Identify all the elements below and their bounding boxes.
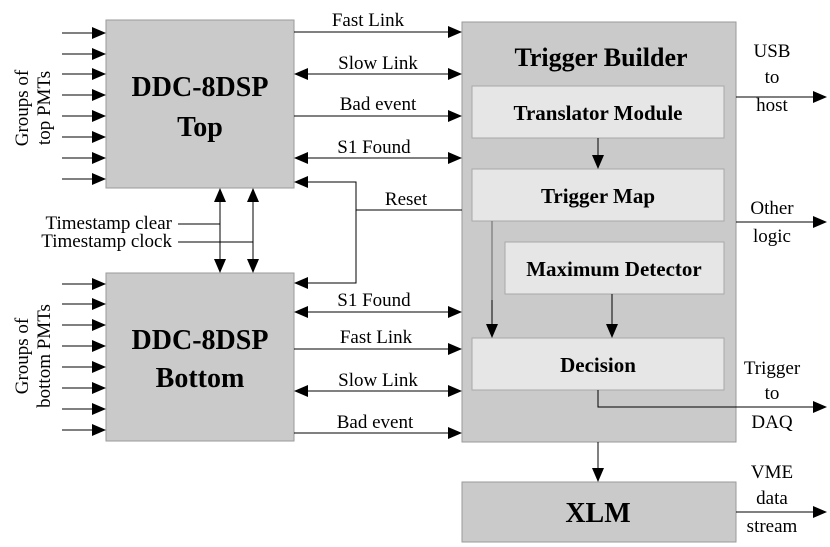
decision-block — [471, 337, 725, 391]
reset-to-top-arrow — [294, 176, 462, 211]
ddc-bottom-label-1: DDC-8DSP — [132, 325, 269, 356]
vme-label-3: stream — [747, 516, 798, 537]
usb-label-1: USB — [754, 41, 791, 62]
trigger-map-block — [471, 168, 725, 222]
trigger-label-3: DAQ — [751, 412, 792, 433]
ddc-top-block — [105, 19, 295, 189]
reset-to-bottom-arrow — [294, 210, 357, 289]
decision-label: Decision — [560, 353, 636, 377]
top-slow-link-label: Slow Link — [338, 53, 418, 74]
ddc-bottom-label-2: Bottom — [156, 363, 245, 394]
bottom-s1-found-label: S1 Found — [337, 290, 411, 311]
top-pmt-inputs — [62, 27, 106, 185]
bottom-pmt-label-1: Groups of — [12, 317, 33, 394]
bottom-pmt-label-2: bottom PMTs — [34, 304, 55, 408]
reset-label: Reset — [385, 189, 428, 210]
top-fast-link-label: Fast Link — [332, 10, 405, 31]
usb-label-3: host — [756, 95, 788, 116]
bottom-slow-link-label: Slow Link — [338, 370, 418, 391]
timestamp-clear-label: Timestamp clear — [46, 213, 173, 234]
vme-label-2: data — [756, 488, 788, 509]
xlm-block — [461, 481, 737, 543]
top-pmt-label-1: Groups of — [12, 69, 33, 146]
other-logic-label-1: Other — [750, 198, 794, 219]
translator-module-block — [471, 85, 725, 139]
trigger-label-1: Trigger — [744, 358, 801, 379]
ddc-bottom-block — [105, 272, 295, 442]
trigger-label-2: to — [765, 383, 780, 404]
maximum-detector-label: Maximum Detector — [526, 257, 702, 281]
top-pmt-label-2: top PMTs — [34, 71, 55, 145]
top-s1-found-label: S1 Found — [337, 137, 411, 158]
maximum-detector-block — [504, 241, 725, 295]
ddc-top-label-1: DDC-8DSP — [132, 72, 269, 103]
trigger-output-arrow — [597, 390, 827, 413]
bottom-fast-link-label: Fast Link — [340, 327, 413, 348]
bottom-pmt-inputs — [62, 278, 106, 436]
ddc-top-label-2: Top — [177, 112, 223, 143]
xlm-label: XLM — [565, 498, 630, 529]
vme-label-1: VME — [751, 462, 793, 483]
usb-label-2: to — [765, 67, 780, 88]
other-logic-label-2: logic — [753, 226, 791, 247]
translator-module-label: Translator Module — [514, 101, 683, 125]
trigger-builder-title: Trigger Builder — [514, 43, 687, 72]
bottom-bad-event-label: Bad event — [337, 412, 414, 433]
trigger-map-label: Trigger Map — [541, 184, 655, 208]
top-bad-event-label: Bad event — [340, 94, 417, 115]
timestamp-clock-label: Timestamp clock — [41, 231, 172, 252]
